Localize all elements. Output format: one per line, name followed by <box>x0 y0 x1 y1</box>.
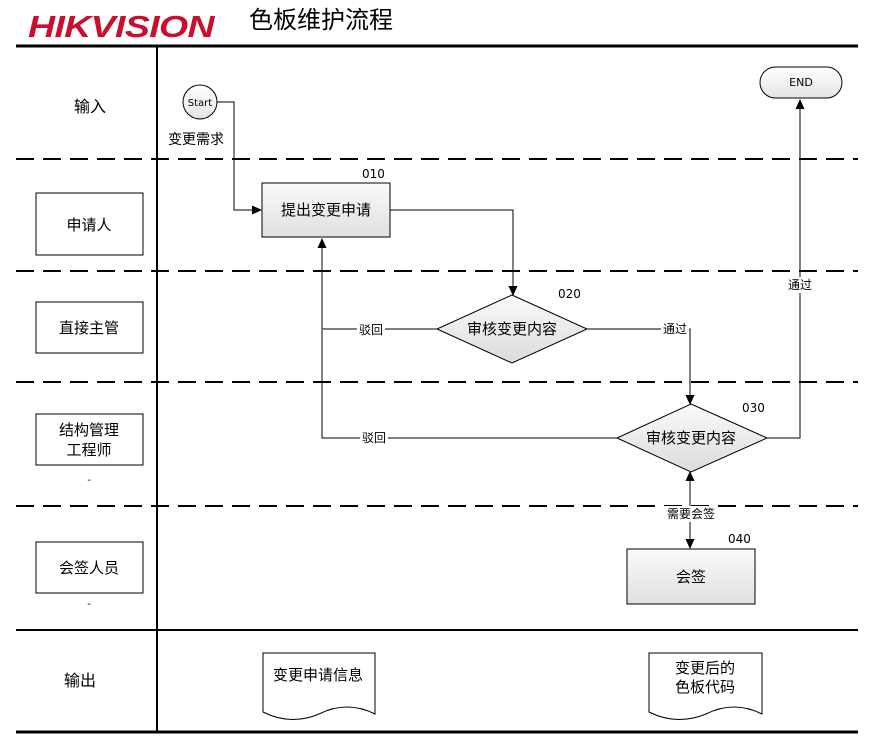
node-010: 010 提出变更申请 <box>261 167 391 238</box>
node-id-020: 020 <box>558 287 581 301</box>
brand-logo: HIKVISION <box>28 9 215 44</box>
document-label: 变更申请信息 <box>273 666 363 684</box>
node-start: Start <box>182 84 218 120</box>
edge-label-need-countersign: 需要会签 <box>667 506 715 521</box>
edge-start-to-010 <box>217 101 262 215</box>
end-label: END <box>789 76 813 89</box>
label-bg <box>357 321 385 337</box>
start-terminator <box>182 84 218 120</box>
header: HIKVISION 色板维护流程 <box>28 6 393 44</box>
lane-label-output: 输出 <box>64 671 96 690</box>
document-label-line1: 变更后的 <box>675 659 735 677</box>
lane-box-engineer <box>35 413 144 466</box>
node-030: 030 审核变更内容 <box>615 401 769 473</box>
lane-labels: 输入 申请人 直接主管 结构管理 工程师 - 会签人员 - 输出 <box>35 97 144 690</box>
label-bg <box>661 321 689 337</box>
page-title: 色板维护流程 <box>249 6 393 34</box>
node-040: 040 会签 <box>626 532 756 605</box>
document-label-line2: 色板代码 <box>675 678 735 696</box>
label-bg <box>664 506 718 522</box>
dash-mark: - <box>87 599 91 610</box>
edge-label-reject-020: 驳回 <box>359 323 383 337</box>
edge-020-pass-to-030 <box>587 328 695 405</box>
decision-diamond-020 <box>435 294 589 364</box>
output-document-1: 变更申请信息 <box>262 652 376 720</box>
lane-label-countersign: 会签人员 <box>59 559 119 577</box>
edge-label-change-request: 变更需求 <box>168 132 224 148</box>
node-id-030: 030 <box>742 401 765 415</box>
start-label: Start <box>188 98 213 109</box>
edge-label-pass-030: 通过 <box>788 278 812 292</box>
output-document-2: 变更后的 色板代码 <box>648 652 763 720</box>
lane-box-supervisor <box>35 301 144 354</box>
process-box-040 <box>626 548 756 605</box>
node-020: 020 审核变更内容 <box>435 287 589 364</box>
document-shape <box>648 652 763 720</box>
edge-030-pass-to-end <box>767 99 805 439</box>
lane-label-engineer-line2: 工程师 <box>66 441 111 459</box>
document-shape <box>262 652 376 720</box>
decision-label-020: 审核变更内容 <box>467 320 557 338</box>
edge-010-to-020 <box>390 209 518 296</box>
decision-diamond-030 <box>615 403 769 473</box>
dash-mark: - <box>87 475 91 486</box>
process-label-040: 会签 <box>676 568 706 586</box>
edge-030-reject-to-010 <box>321 330 617 439</box>
edge-020-reject-to-010 <box>317 238 437 330</box>
decision-label-030: 审核变更内容 <box>646 429 736 447</box>
edge-labels: 变更需求 驳回 通过 驳回 通过 需要会签 <box>168 132 814 522</box>
edge-label-reject-030: 驳回 <box>362 431 386 445</box>
lane-label-applicant: 申请人 <box>66 216 111 234</box>
node-id-040: 040 <box>728 532 751 546</box>
lane-box-countersign <box>35 541 144 594</box>
lane-label-supervisor: 直接主管 <box>59 319 119 337</box>
node-id-010: 010 <box>362 167 385 181</box>
lane-box-applicant <box>35 192 144 256</box>
end-terminator <box>759 66 843 99</box>
lane-label-engineer-line1: 结构管理 <box>59 421 119 439</box>
process-label-010: 提出变更申请 <box>281 201 371 219</box>
label-bg <box>360 430 388 446</box>
edge-label-pass-020: 通过 <box>663 322 687 336</box>
swimlane-grid <box>16 44 858 734</box>
process-box-010 <box>261 182 391 238</box>
lane-label-input: 输入 <box>74 97 106 116</box>
node-end: END <box>759 66 843 99</box>
label-bg <box>786 277 814 293</box>
